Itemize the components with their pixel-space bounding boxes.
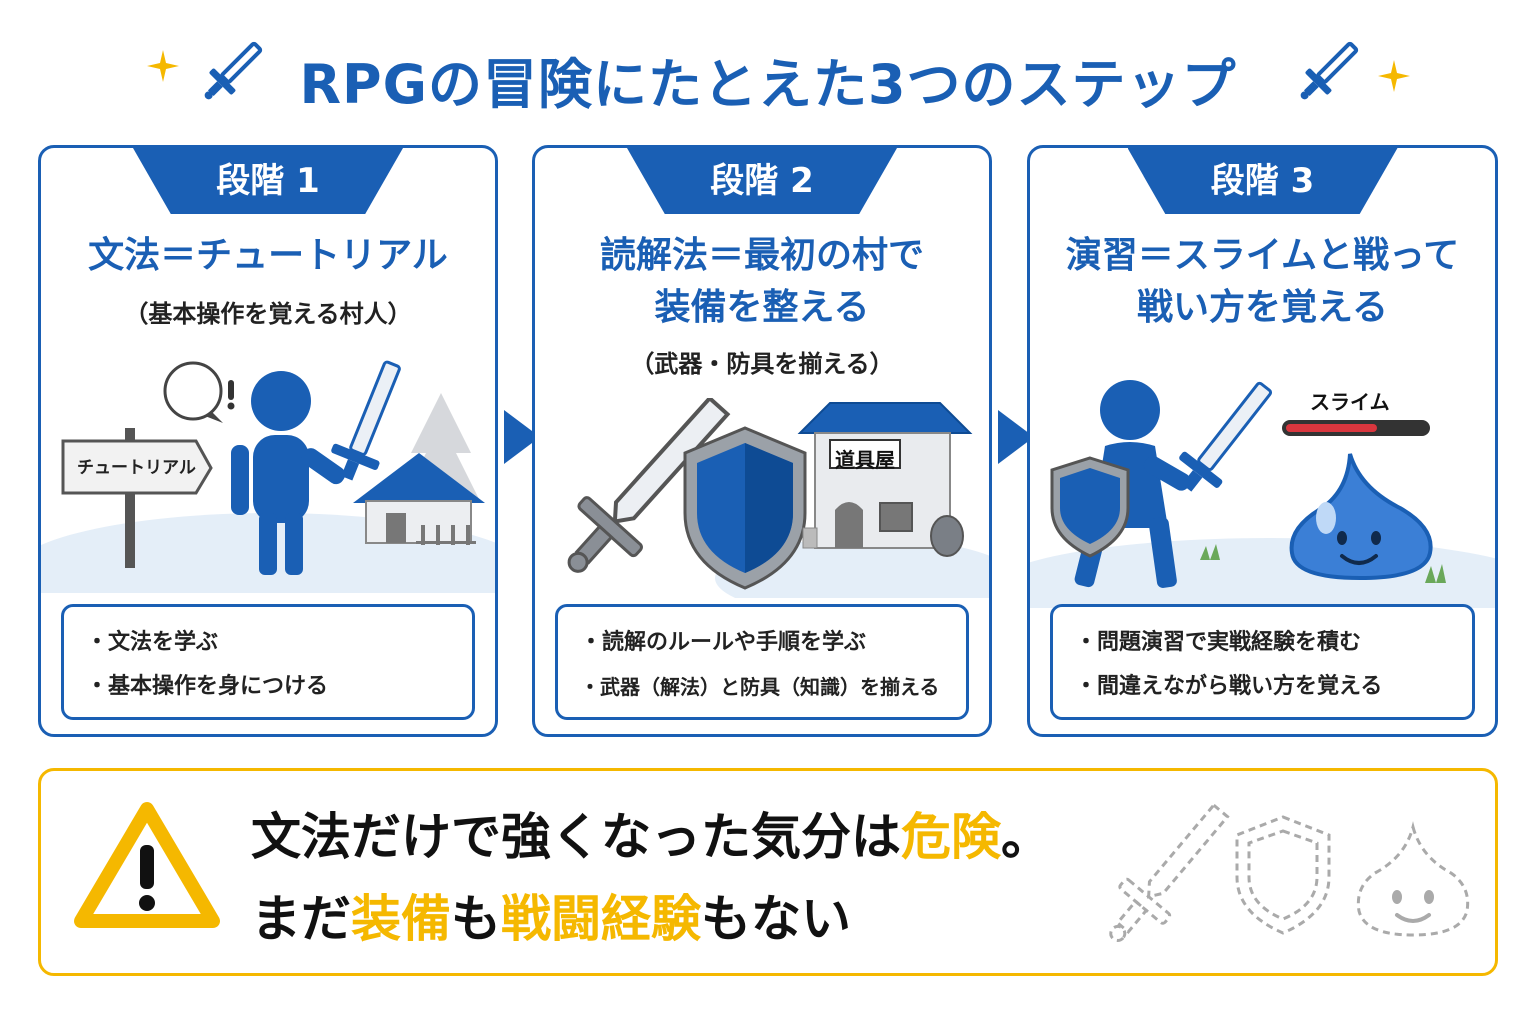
step-heading: 演習＝スライムと戦って	[1065, 235, 1460, 276]
enemy-hp-bar	[1286, 424, 1377, 432]
warning-highlight: 戦闘経験	[501, 890, 701, 948]
list-item: 読解のルールや手順を学ぶ	[580, 621, 966, 665]
list-item: 文法を学ぶ	[86, 621, 472, 665]
step-heading-line-2: 装備を整える	[654, 287, 870, 328]
signpost-label: チュートリアル	[77, 458, 196, 478]
slime-icon	[1289, 453, 1433, 581]
list-item: 基本操作を身につける	[86, 665, 472, 709]
step-card-1: 段階 1 文法＝チュートリアル （基本操作を覚える村人）	[38, 145, 498, 737]
warning-text: 文法だけで強くなった気分は	[251, 808, 901, 866]
enemy-name-label: スライム	[1310, 390, 1390, 414]
equipment-scene	[567, 398, 989, 598]
step-heading: 読解法＝最初の村で	[599, 235, 924, 276]
list-item: 問題演習で実戦経験を積む	[1075, 621, 1472, 665]
list-item: 間違えながら戦い方を覚える	[1075, 665, 1472, 709]
page-title: RPGの冒険にたとえた3つのステップ	[299, 53, 1237, 116]
sword-icon	[1300, 41, 1359, 100]
step-bullet-list: 問題演習で実戦経験を積む 間違えながら戦い方を覚える	[1050, 604, 1475, 720]
sword-icon	[204, 41, 263, 100]
warning-icon	[74, 802, 220, 928]
warning-text: も	[451, 890, 501, 948]
warning-highlight: 危険	[901, 808, 1001, 866]
warning-line-2: まだ装備も戦闘経験もない	[251, 879, 851, 951]
battle-scene	[1030, 380, 1495, 608]
step-bullet-list: 読解のルールや手順を学ぶ 武器（解法）と防具（知識）を揃える	[555, 604, 969, 720]
chevron-right-icon	[998, 410, 1034, 464]
sparkle-icon	[147, 50, 179, 82]
warning-text: まだ	[251, 890, 351, 948]
step-heading: 文法＝チュートリアル	[88, 235, 448, 276]
slime-icon	[1356, 821, 1470, 937]
step-subtitle: （基本操作を覚える村人）	[124, 300, 412, 328]
exclamation-icon	[227, 380, 235, 410]
step-tab: 段階 2	[627, 148, 897, 214]
shield-icon	[1235, 815, 1331, 935]
sword-icon	[1109, 802, 1230, 942]
tutorial-scene	[41, 360, 495, 593]
sparkle-icon	[1378, 60, 1410, 92]
step-card-3: 段階 3 演習＝スライムと戦って 戦い方を覚える	[1027, 145, 1498, 737]
warning-line-1: 文法だけで強くなった気分は危険。	[251, 797, 1051, 869]
warning-text: 。	[1001, 808, 1051, 866]
step-bullet-list: 文法を学ぶ 基本操作を身につける	[61, 604, 475, 720]
list-item: 武器（解法）と防具（知識）を揃える	[580, 665, 966, 709]
step-heading-line-2: 戦い方を覚える	[1137, 287, 1388, 328]
chevron-right-icon	[504, 410, 540, 464]
warning-text: もない	[701, 890, 851, 948]
warning-highlight: 装備	[351, 890, 451, 948]
step-tab: 段階 1	[133, 148, 403, 214]
shop-sign-label: 道具屋	[835, 448, 895, 472]
warning-box: 文法だけで強くなった気分は危険。 まだ装備も戦闘経験もない	[38, 768, 1498, 976]
step-card-2: 段階 2 読解法＝最初の村で 装備を整える （武器・防具を揃える） 道具屋 読解…	[532, 145, 992, 737]
step-tab: 段階 3	[1127, 148, 1398, 214]
shield-icon	[683, 426, 807, 590]
step-subtitle: （武器・防具を揃える）	[630, 350, 894, 378]
